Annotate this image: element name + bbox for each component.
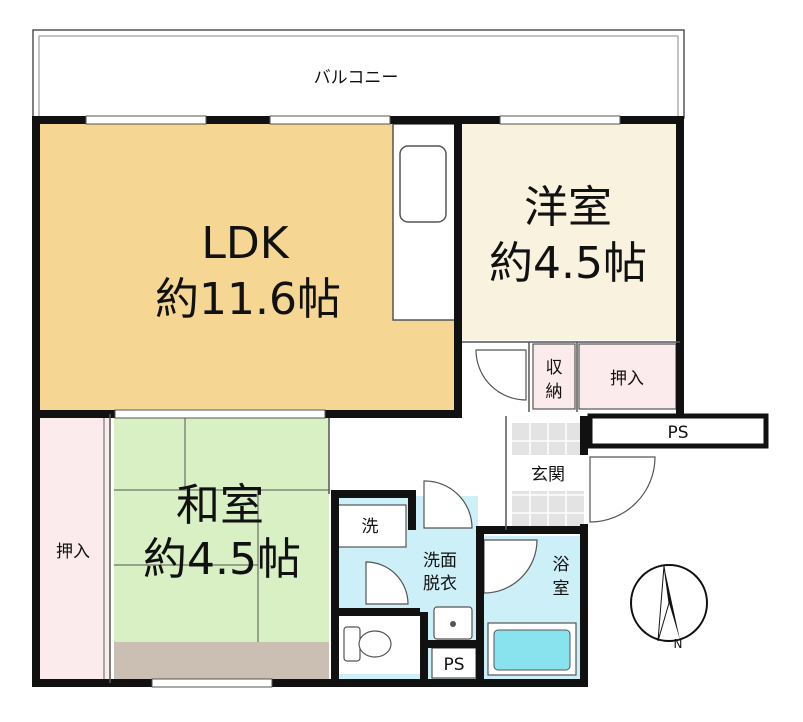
balcony-label: バルコニー: [314, 68, 399, 88]
bathroom-label-1: 浴: [553, 555, 570, 575]
bathroom-label-2: 室: [553, 579, 570, 599]
western-room-name: 洋室: [524, 182, 612, 233]
closet-east: 押入: [578, 343, 677, 410]
western-room: 洋室 約4.5帖: [462, 124, 676, 340]
japanese-room-name: 和室: [176, 480, 264, 531]
ldk-size: 約11.6帖: [155, 274, 341, 325]
kitchen-sink: [399, 145, 447, 223]
closet-west-label: 押入: [56, 542, 90, 562]
washroom-label-2: 脱衣: [423, 574, 457, 594]
ldk-room: LDK 約11.6帖: [40, 123, 458, 414]
washroom-label-1: 洗面: [423, 551, 457, 571]
ldk-name: LDK: [201, 218, 289, 269]
washer-space: [337, 504, 407, 548]
toilet: [358, 630, 392, 658]
western-room-size: 約4.5帖: [489, 238, 647, 289]
ps-top-label: PS: [667, 423, 688, 443]
closet-west: [40, 418, 110, 682]
closet-east-label: 押入: [610, 369, 644, 389]
ps-top: PS: [587, 413, 769, 449]
compass: N: [630, 564, 708, 651]
entrance-label: 玄関: [531, 465, 565, 485]
japanese-room: 押入 和室 約4.5帖: [40, 418, 329, 682]
ps-bottom-label: PS: [443, 655, 464, 675]
tatami-border: [114, 642, 329, 682]
washer-label: 洗: [362, 517, 379, 537]
entrance: 玄関: [512, 423, 584, 528]
japanese-room-size: 約4.5帖: [143, 534, 301, 585]
storage: 収 納: [532, 343, 576, 410]
storage-label-2: 納: [546, 382, 563, 402]
bathtub: [493, 629, 571, 671]
balcony: バルコニー: [32, 29, 685, 119]
windows: [85, 115, 621, 688]
door-swings: [365, 349, 656, 605]
wet-area: 洗 洗面 脱衣 PS 浴 室: [337, 496, 580, 682]
walls: [32, 116, 684, 687]
compass-north-label: N: [674, 637, 683, 651]
storage-label-1: 収: [546, 358, 563, 378]
